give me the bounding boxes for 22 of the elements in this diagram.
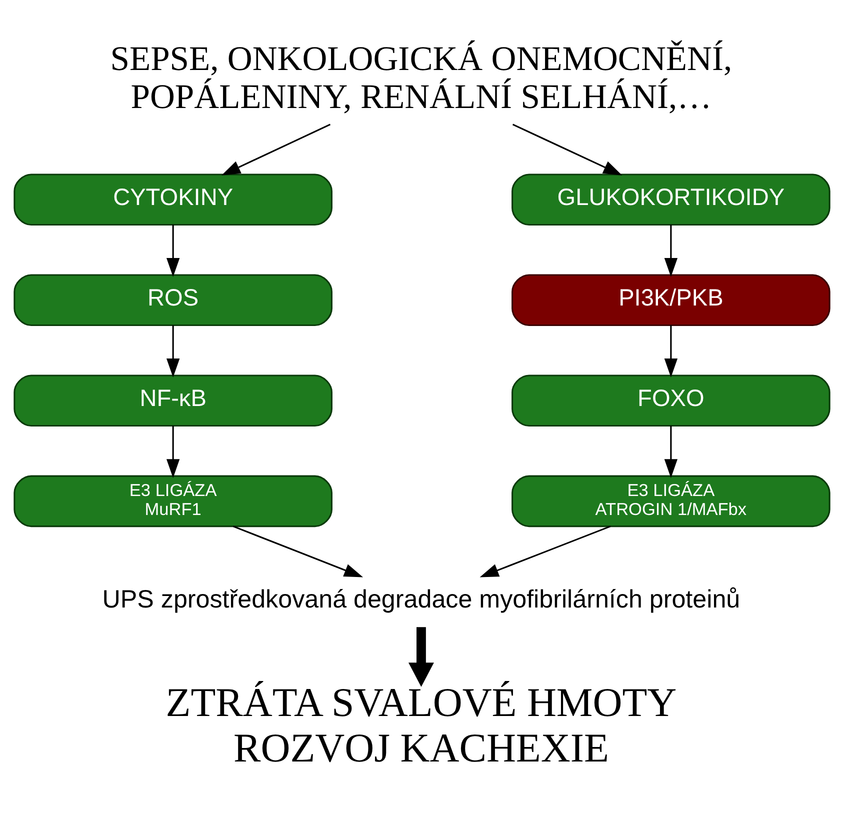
arrow (166, 224, 180, 276)
node-box: E3 LIGÁZA ATROGIN 1/MAFbx (512, 474, 830, 527)
node-box: E3 LIGÁZA MuRF1 (14, 474, 332, 527)
arrow (222, 123, 331, 175)
node-box: ROS (14, 274, 332, 326)
node-text: SEPSE, ONKOLOGICKÁ ONEMOCNĚNÍ, POPÁLENINY, RENÁLNÍ SELHÁNÍ,… (110, 40, 732, 116)
node-text: ZTRÁTA SVALOVÉ HMOTY ROZVOJ KACHEXIE (166, 680, 677, 770)
arrow (480, 525, 611, 577)
arrow (664, 224, 678, 276)
arrow (408, 626, 434, 686)
node-text: UPS zprostředkovaná degradace myofibrilárních proteinů (102, 585, 740, 614)
node-box: GLUKOKORTIKOIDY (512, 173, 830, 226)
arrow (166, 324, 180, 377)
node-box: PI3K/PKB (512, 274, 830, 326)
node-box: CYTOKINY (14, 173, 332, 226)
node-box: FOXO (512, 374, 830, 426)
arrow (664, 425, 678, 478)
arrow (512, 123, 622, 175)
arrow (232, 525, 364, 577)
arrow (664, 324, 678, 377)
arrow (166, 425, 180, 478)
node-box: NF-κB (14, 374, 332, 426)
